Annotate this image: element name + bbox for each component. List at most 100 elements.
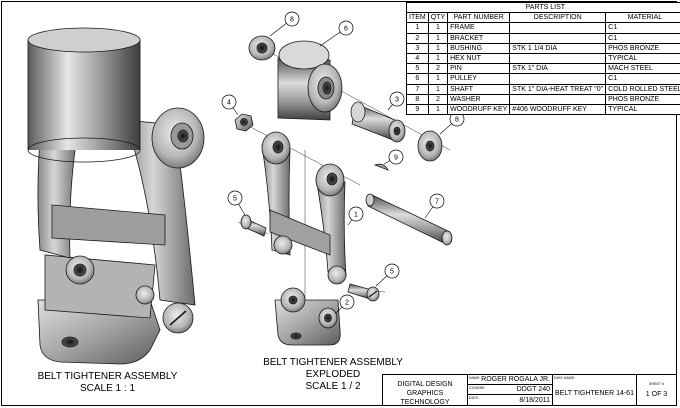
- svg-text:7: 7: [435, 199, 439, 206]
- cell-part-number: FRAME: [447, 22, 511, 34]
- drawing-name-label: DWG NAME:: [554, 376, 576, 380]
- cell-description: STK 1 1/4 DIA: [509, 42, 607, 54]
- assembly-title: BELT TIGHTENER ASSEMBLY: [37, 371, 178, 382]
- exploded-title: BELT TIGHTENER ASSEMBLY EXPLODED: [263, 357, 403, 380]
- column-header: PART NUMBER: [447, 12, 511, 24]
- sheet-value: 1 OF 3: [645, 391, 668, 398]
- date-value: 8/18/2011: [519, 397, 550, 404]
- table-row: 4 1 HEX NUT TYPICAL: [406, 52, 680, 65]
- assembly-scale: SCALE 1 : 1: [79, 383, 136, 394]
- svg-text:9: 9: [394, 155, 398, 162]
- cell-description: [509, 32, 607, 44]
- cell-description: [509, 73, 607, 85]
- balloon-item-6: 6: [338, 20, 354, 36]
- school-line-2: GRAPHICS TECHNOLOGY: [400, 390, 450, 406]
- sheet-label: SHEET #: [649, 382, 665, 386]
- balloon-item-4: 4: [221, 94, 237, 110]
- svg-text:1: 1: [354, 212, 358, 219]
- parts-list-header-row: ITEM QTY PART NUMBER DESCRIPTION MATERIA…: [406, 12, 680, 24]
- table-row: 8 2 WASHER PHOS BRONZE: [406, 93, 680, 105]
- pulley-part: [277, 40, 343, 121]
- exploded-scale: SCALE 1 / 2: [305, 381, 361, 392]
- table-row: 9 1 WOODRUFF KEY #406 WOODRUFF KEY TYPIC…: [406, 103, 680, 116]
- cell-qty: 1: [427, 103, 449, 116]
- washer-top-part: [248, 35, 276, 61]
- svg-text:8: 8: [290, 17, 294, 24]
- cell-material: PHOS BRONZE: [605, 42, 680, 54]
- cell-qty: 1: [427, 22, 449, 34]
- school-line-1: DIGITAL DESIGN: [397, 381, 453, 388]
- cell-qty: 1: [427, 73, 449, 85]
- cell-item: 5: [406, 63, 429, 75]
- woodruff-key-part: [373, 163, 389, 171]
- cell-description: STK 1" DIA: [509, 63, 607, 75]
- cell-item: 1: [406, 22, 429, 34]
- cell-qty: 1: [427, 42, 449, 54]
- cell-part-number: HEX NUT: [447, 52, 511, 65]
- sheet-cell: SHEET # 1 OF 3: [636, 374, 677, 406]
- washer-right-part: [417, 130, 443, 162]
- table-row: 3 1 BUSHING STK 1 1/4 DIA PHOS BRONZE: [406, 42, 680, 54]
- cell-description: #406 WOODRUFF KEY: [509, 103, 607, 116]
- pin-left-part: [240, 214, 267, 237]
- cell-description: [509, 52, 607, 65]
- table-row: 6 1 PULLEY C1: [406, 73, 680, 85]
- pin-right-part: [347, 283, 380, 302]
- cell-description: [509, 22, 607, 34]
- cell-material: C1: [605, 32, 680, 44]
- cell-material: C1: [605, 22, 680, 34]
- cell-qty: 1: [427, 52, 449, 65]
- cell-material: TYPICAL: [605, 103, 680, 116]
- svg-text:8: 8: [455, 117, 459, 124]
- cell-part-number: WOODRUFF KEY: [447, 103, 511, 116]
- cell-item: 7: [406, 83, 429, 95]
- exploded-view: [234, 35, 453, 346]
- frame-part: [261, 131, 347, 285]
- svg-text:2: 2: [345, 300, 349, 307]
- column-header: MATERIAL: [605, 12, 680, 24]
- course-value: DDGT 240: [516, 386, 550, 393]
- cell-item: 6: [406, 73, 429, 85]
- drawing-name-cell: DWG NAME: BELT TIGHTENER 14-61: [552, 374, 637, 406]
- table-row: 1 1 FRAME C1: [406, 22, 680, 34]
- svg-text:4: 4: [227, 100, 231, 107]
- table-row: 2 1 BRACKET C1: [406, 32, 680, 44]
- balloon-item-5-right: 5: [384, 263, 400, 279]
- svg-text:5: 5: [233, 196, 237, 203]
- cell-material: TYPICAL: [605, 52, 680, 65]
- cell-part-number: PIN: [447, 63, 511, 75]
- cell-qty: 2: [427, 93, 449, 105]
- bracket-part: [274, 287, 341, 346]
- date-cell: DATE: 8/18/2011: [467, 394, 553, 406]
- title-block: DIGITAL DESIGN GRAPHICS TECHNOLOGY NAME:…: [382, 374, 677, 406]
- balloon-item-5-left: 5: [227, 190, 243, 206]
- exploded-caption: BELT TIGHTENER ASSEMBLY EXPLODED SCALE 1…: [238, 357, 428, 393]
- shaft-part: [365, 193, 453, 246]
- table-row: 7 1 SHAFT STK 1" DIA-HEAT TREAT "0" COLD…: [406, 83, 680, 95]
- balloon-item-3: 3: [389, 91, 405, 107]
- course-label: COURSE:: [469, 386, 486, 390]
- cell-item: 9: [406, 103, 429, 116]
- cell-qty: 1: [427, 83, 449, 95]
- assembly-caption: BELT TIGHTENER ASSEMBLY SCALE 1 : 1: [20, 371, 195, 395]
- date-label: DATE:: [469, 396, 480, 400]
- cell-item: 4: [406, 52, 429, 65]
- balloon-item-1: 1: [348, 206, 364, 222]
- parts-list-title: PARTS LIST: [406, 1, 680, 14]
- balloons: 8 6 4 3 8 9 5 1 7 5 2: [221, 11, 465, 310]
- cell-item: 2: [406, 32, 429, 44]
- cell-material: MACH STEEL: [605, 63, 680, 75]
- hex-nut-part: [234, 113, 254, 132]
- svg-text:3: 3: [395, 97, 399, 104]
- cell-part-number: PULLEY: [447, 73, 511, 85]
- bushing-part: [350, 101, 406, 143]
- cell-item: 3: [406, 42, 429, 54]
- cell-description: STK 1" DIA-HEAT TREAT "0": [509, 83, 607, 95]
- cell-part-number: BRACKET: [447, 32, 511, 44]
- school-cell: DIGITAL DESIGN GRAPHICS TECHNOLOGY: [382, 374, 468, 406]
- column-header: ITEM: [406, 12, 429, 24]
- name-value: ROGER ROGALA JR.: [481, 376, 550, 383]
- drawing-name-value: BELT TIGHTENER 14-61: [555, 390, 634, 397]
- cell-description: [509, 93, 607, 105]
